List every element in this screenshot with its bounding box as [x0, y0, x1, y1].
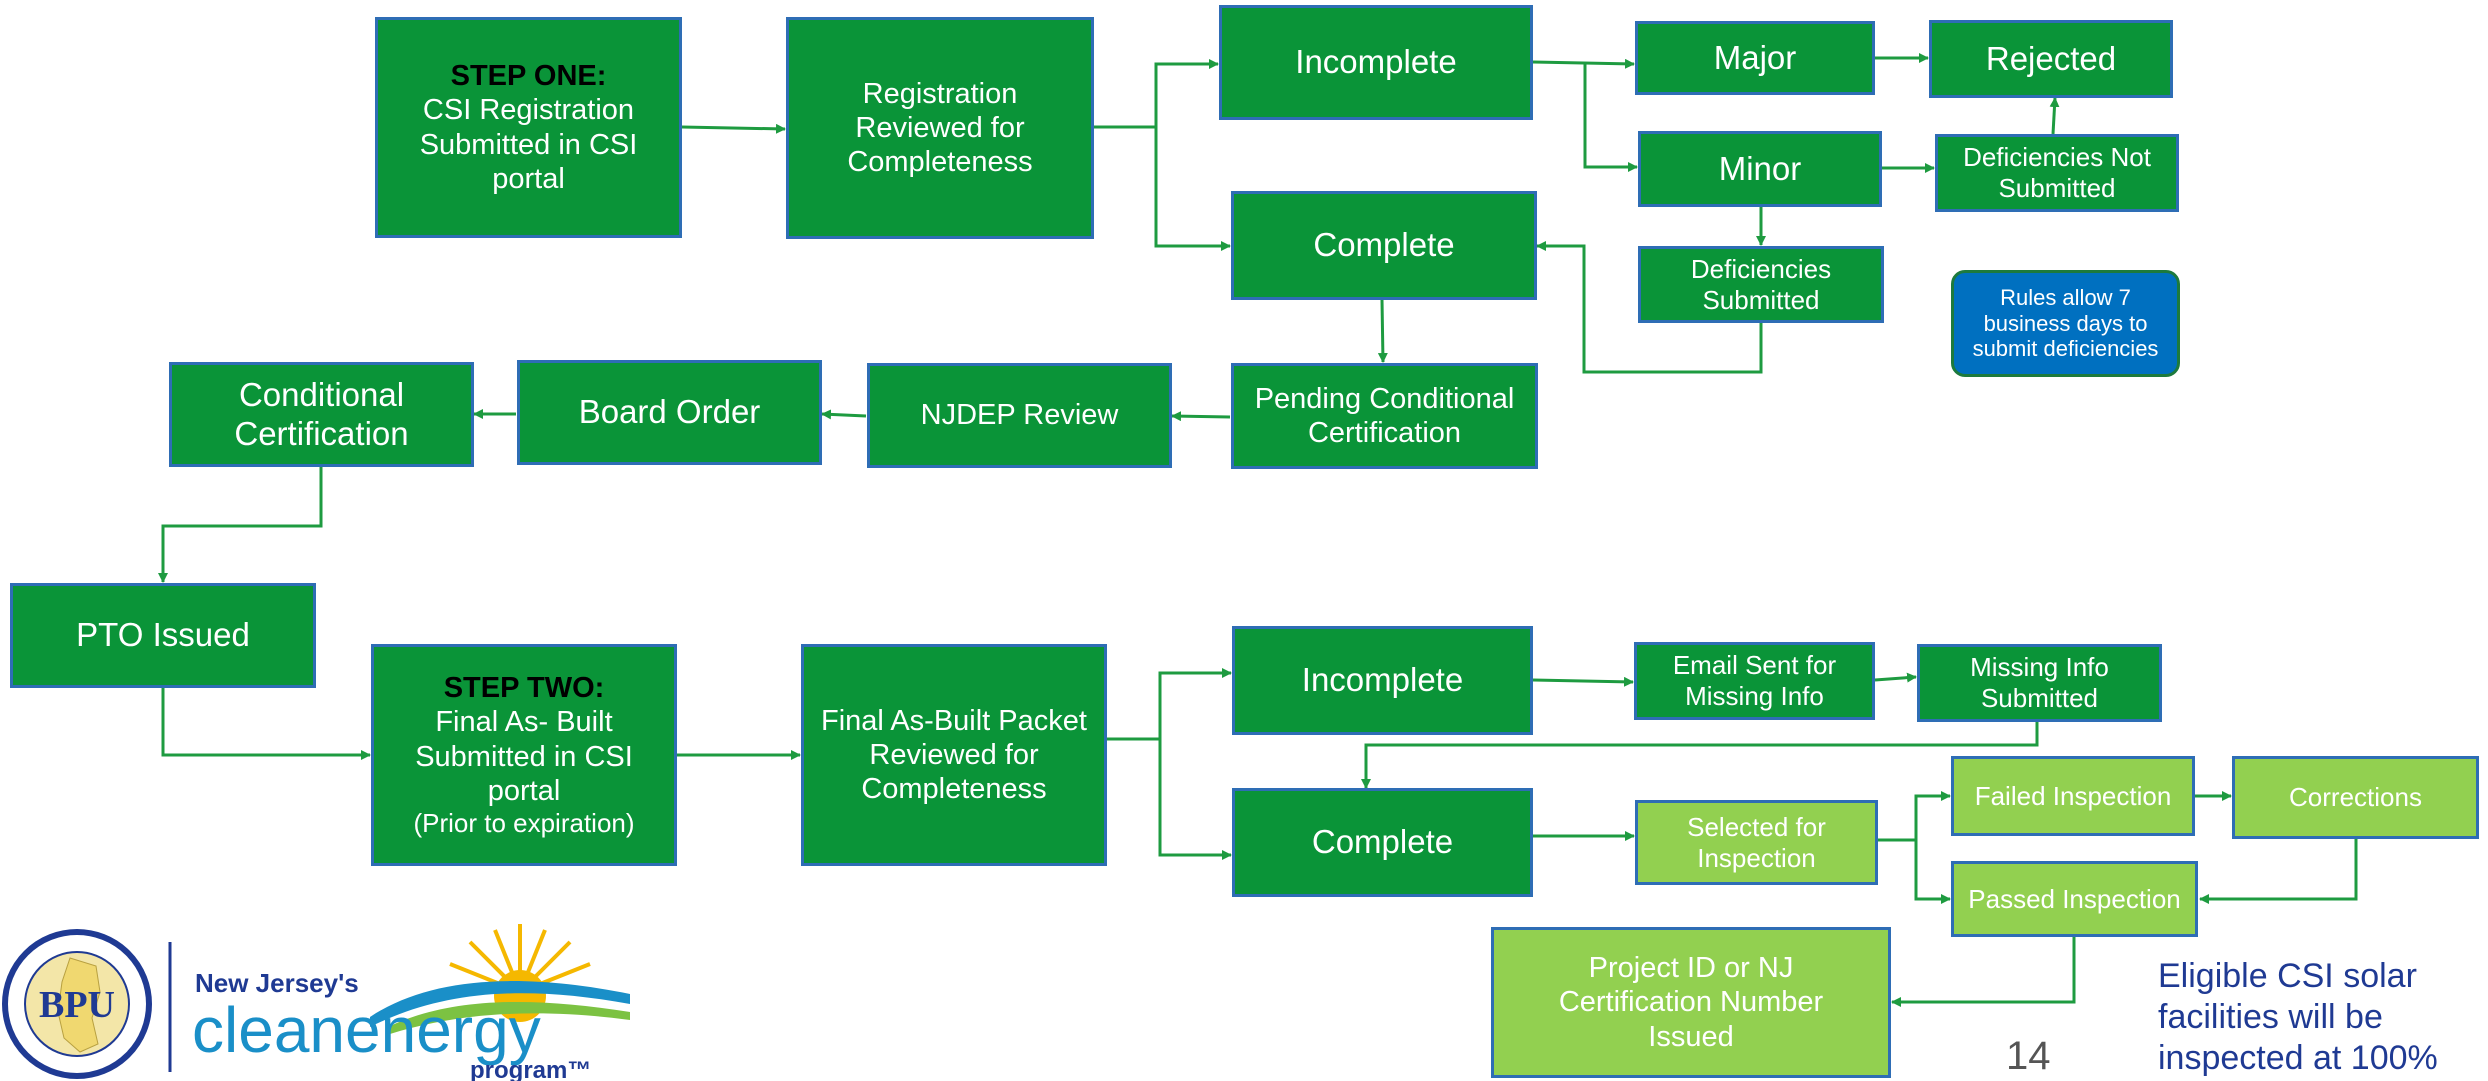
arrow-missing-to-complete — [1361, 722, 2039, 789]
major-box: Major — [1635, 21, 1875, 95]
step-two-box: STEP TWO: Final As- Built Submitted in C… — [371, 644, 677, 866]
arrow-conditional-to-pto — [158, 466, 323, 583]
arrow-email-to-missing — [1874, 672, 1917, 683]
board-order-box: Board Order — [517, 360, 822, 465]
missing-info-submitted-box: Missing Info Submitted — [1917, 644, 2162, 722]
minor-box: Minor — [1638, 131, 1882, 207]
registration-reviewed-box: Registration Reviewed for Completeness — [786, 17, 1094, 239]
svg-text:BPU: BPU — [39, 984, 115, 1026]
page-number: 14 — [2006, 1034, 2051, 1078]
arrow-passed-to-project-id — [1891, 937, 2076, 1007]
clean-energy-wordmark: New Jersey's cleanenergy program™ — [192, 924, 630, 1081]
arrow-registration-to-complete — [1154, 127, 1231, 251]
rules-note-box: Rules allow 7 business days to submit de… — [1951, 270, 2180, 377]
bpu-seal: BPU — [2, 929, 152, 1079]
complete-box-1: Complete — [1231, 191, 1537, 300]
selected-for-inspection-box: Selected for Inspection — [1635, 800, 1878, 885]
conditional-certification-box: Conditional Certification — [169, 362, 474, 467]
arrow-final-to-complete — [1158, 739, 1232, 860]
arrow-selected-to-passed — [1914, 840, 1951, 904]
incomplete-box-2: Incomplete — [1232, 626, 1533, 735]
arrow-njdep-to-board — [821, 409, 867, 420]
step-one-label: STEP ONE: — [450, 60, 607, 93]
email-sent-box: Email Sent for Missing Info — [1634, 642, 1875, 720]
final-packet-reviewed-box: Final As-Built Packet Reviewed for Compl… — [801, 644, 1107, 866]
step-one-text: CSI Registration Submitted in CSI portal — [419, 94, 638, 195]
step-two-text: Final As- Built Submitted in CSI portal — [415, 706, 633, 807]
arrow-incomplete2-to-email — [1532, 676, 1634, 687]
arrow-final-to-incomplete — [1106, 668, 1232, 741]
njdep-review-box: NJDEP Review — [867, 363, 1172, 468]
arrow-registration-to-incomplete — [1094, 59, 1219, 129]
step-two-sub: (Prior to expiration) — [413, 808, 635, 839]
svg-text:cleanenergy: cleanenergy — [192, 994, 541, 1066]
arrow-pto-to-step2 — [161, 688, 371, 760]
arrow-pending-to-njdep — [1171, 411, 1231, 422]
arrow-def-not-to-rejected — [2049, 97, 2060, 135]
step-one-box: STEP ONE: CSI Registration Submitted in … — [375, 17, 682, 238]
svg-text:New Jersey's: New Jersey's — [195, 968, 359, 998]
arrow-step1-to-registration — [681, 123, 786, 134]
pending-conditional-box: Pending Conditional Certification — [1231, 363, 1538, 469]
footnote-text: Eligible CSI solar facilities will be in… — [2158, 957, 2438, 1077]
passed-inspection-box: Passed Inspection — [1951, 861, 2198, 937]
nj-clean-energy-logo: BPU New Jersey's cleanenergy program™ — [2, 924, 630, 1081]
incomplete-box-1: Incomplete — [1219, 5, 1533, 120]
svg-text:program™: program™ — [470, 1057, 591, 1081]
arrow-complete-to-pending — [1377, 299, 1388, 363]
arrow-deficiencies-to-complete — [1536, 241, 1763, 374]
deficiencies-submitted-box: Deficiencies Submitted — [1638, 246, 1884, 323]
corrections-box: Corrections — [2232, 756, 2479, 839]
step-two-label: STEP TWO: — [443, 672, 605, 705]
arrow-selected-to-failed — [1878, 791, 1951, 842]
pto-issued-box: PTO Issued — [10, 583, 316, 688]
arrow-incomplete-to-minor — [1583, 62, 1638, 172]
rejected-box: Rejected — [1929, 20, 2173, 98]
project-id-issued-box: Project ID or NJ Certification Number Is… — [1491, 927, 1891, 1078]
deficiencies-not-submitted-box: Deficiencies Not Submitted — [1935, 134, 2179, 212]
complete-box-2: Complete — [1232, 788, 1533, 897]
arrow-corrections-to-passed — [2199, 839, 2358, 904]
failed-inspection-box: Failed Inspection — [1951, 756, 2195, 836]
